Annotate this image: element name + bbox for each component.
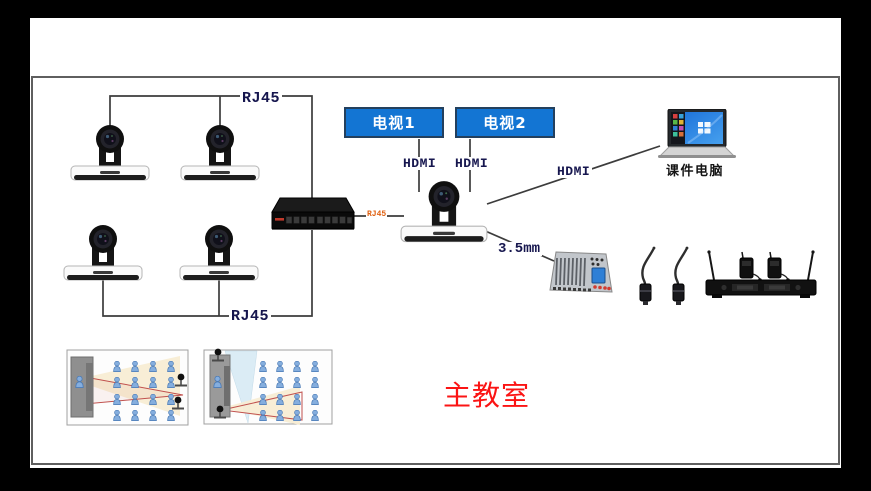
hdmi-tv1-label: HDMI	[401, 156, 439, 171]
tv2-label: 电视2	[483, 114, 527, 132]
gooseneck-mic-icon	[672, 246, 689, 305]
rj45-bus-top-line	[109, 95, 313, 202]
hdmi-laptop-label: HDMI	[555, 164, 593, 179]
gooseneck-mic-icon	[639, 246, 656, 305]
laptop-screen-tiles	[673, 114, 684, 137]
audio-mixer-icon	[549, 251, 613, 293]
audio-35mm-label: 3.5mm	[496, 241, 543, 257]
tv2-box: 电视2	[455, 107, 555, 138]
rj45-bus-bottom-line	[102, 230, 313, 317]
rj45-top-label: RJ45	[240, 90, 283, 107]
rj45-bottom-label: RJ45	[229, 308, 272, 325]
ptz-camera-icon	[179, 224, 259, 284]
classroom-layout-teacher-icon	[203, 348, 333, 425]
switch-brand-mark	[275, 218, 284, 221]
main-codec-camera-icon	[399, 180, 489, 246]
mixer-display	[591, 267, 606, 284]
ptz-camera-icon	[70, 124, 150, 184]
ptz-camera-icon	[63, 224, 143, 284]
classroom-layout-wide-icon	[66, 349, 189, 426]
windows-logo-icon	[698, 122, 711, 134]
ptz-camera-icon	[180, 124, 260, 184]
bodypack-transmitters	[739, 251, 790, 282]
wireless-mic-receiver-icon	[705, 250, 817, 298]
rj45-switch-link-label: RJ45	[366, 210, 388, 219]
laptop-icon	[658, 109, 736, 158]
room-caption: 主教室	[443, 379, 531, 412]
laptop-caption: 课件电脑	[666, 164, 725, 179]
tv1-label: 电视1	[372, 114, 416, 132]
tv1-box: 电视1	[344, 107, 444, 138]
hdmi-tv2-label: HDMI	[453, 156, 491, 171]
network-switch-icon	[271, 197, 355, 230]
